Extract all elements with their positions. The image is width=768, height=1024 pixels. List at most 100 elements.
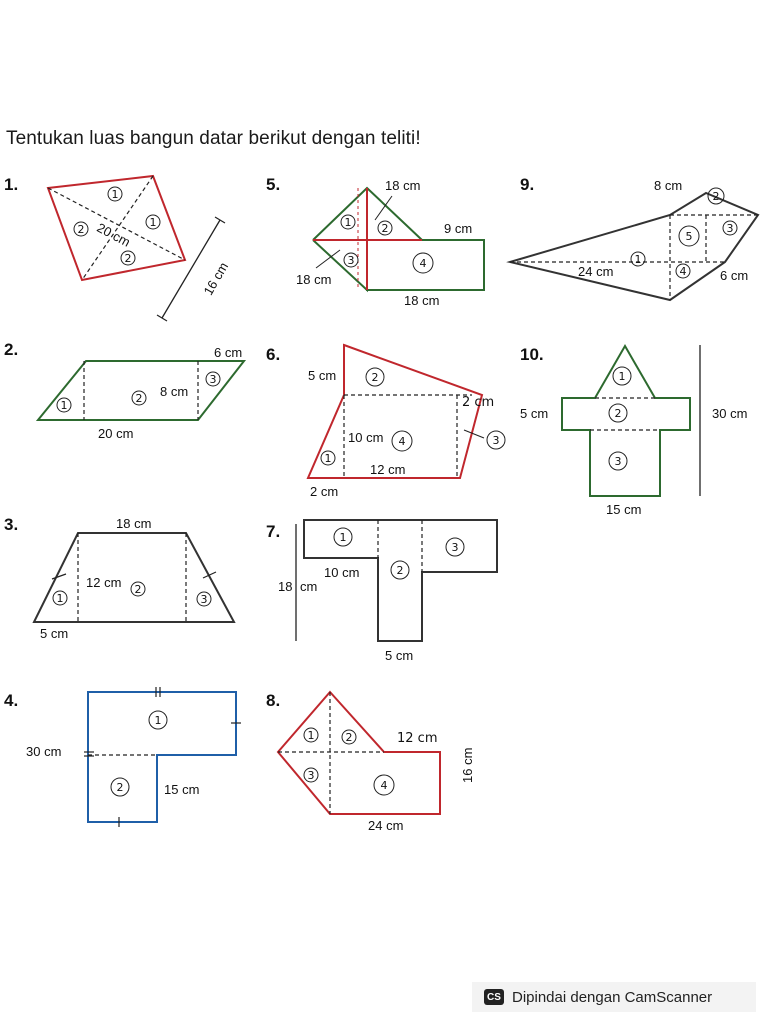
problem-6: 6. 5 cm 2 cm 10 cm 12 cm 2 cm 1 2 3 4: [266, 343, 506, 499]
svg-text:18 cm: 18 cm: [404, 293, 439, 308]
svg-text:15 cm: 15 cm: [606, 502, 641, 517]
svg-text:1: 1: [340, 531, 347, 544]
svg-text:3: 3: [348, 254, 355, 267]
svg-text:3: 3: [452, 541, 459, 554]
svg-text:2: 2: [382, 222, 389, 235]
instruction-text: Tentukan luas bangun datar berikut denga…: [6, 128, 421, 149]
svg-text:1: 1: [61, 399, 68, 412]
svg-text:1: 1: [150, 216, 157, 229]
svg-text:2: 2: [117, 781, 124, 794]
svg-text:4: 4: [420, 257, 427, 270]
svg-text:4: 4: [399, 435, 406, 448]
svg-text:1: 1: [619, 370, 626, 383]
svg-text:24 cm: 24 cm: [368, 818, 403, 833]
quadrilateral-shape: [306, 343, 484, 479]
problem-number: 5.: [266, 175, 280, 194]
camscanner-logo-icon: CS: [484, 989, 504, 1005]
svg-text:1: 1: [325, 452, 332, 465]
svg-text:2: 2: [372, 371, 379, 384]
problem-number: 8.: [266, 691, 280, 710]
trapezoid-shape: [32, 532, 236, 623]
svg-text:2: 2: [346, 731, 353, 744]
svg-text:2: 2: [135, 583, 142, 596]
watermark-text: Dipindai dengan CamScanner: [512, 988, 713, 1006]
problem-number: 4.: [4, 691, 18, 710]
parallelogram-shape: [35, 360, 247, 421]
svg-text:30 cm: 30 cm: [712, 406, 747, 421]
svg-text:8 cm: 8 cm: [160, 384, 188, 399]
problem-7: 7. 10 cm 18 cm 5 cm 1 2 3: [266, 519, 498, 663]
svg-text:3: 3: [308, 769, 315, 782]
svg-text:4: 4: [680, 265, 687, 278]
svg-text:6 cm: 6 cm: [214, 345, 242, 360]
svg-text:8 cm: 8 cm: [654, 178, 682, 193]
svg-text:1: 1: [308, 729, 315, 742]
svg-text:1: 1: [57, 592, 64, 605]
svg-text:cm: cm: [300, 579, 317, 594]
problem-1: 1. 1 1 2 2 20 cm 16 cm: [4, 174, 231, 322]
problem-8: 8. 12 cm 16 cm 24 cm 1 2 3 4: [266, 690, 475, 833]
svg-text:3: 3: [493, 434, 500, 447]
svg-text:3: 3: [210, 373, 217, 386]
svg-text:2: 2: [78, 223, 85, 236]
svg-text:30 cm: 30 cm: [26, 744, 61, 759]
svg-text:12 cm: 12 cm: [397, 731, 438, 746]
pentagon-shape: [276, 690, 441, 815]
svg-text:15 cm: 15 cm: [164, 782, 199, 797]
kite-shape: [506, 191, 760, 302]
svg-text:5 cm: 5 cm: [520, 406, 548, 421]
svg-text:5 cm: 5 cm: [308, 368, 336, 383]
svg-text:3: 3: [615, 455, 622, 468]
svg-text:1: 1: [112, 188, 119, 201]
problem-4: 4. 30 cm 15 cm 1 2: [4, 687, 241, 827]
svg-text:9 cm: 9 cm: [444, 221, 472, 236]
problem-3: 3. 18 cm 12 cm 5 cm 1 2 3: [4, 515, 236, 641]
problem-number: 7.: [266, 522, 280, 541]
svg-text:12 cm: 12 cm: [86, 575, 121, 590]
problem-10: 10. 5 cm 30 cm 15 cm 1 2 3: [520, 343, 747, 517]
svg-text:10 cm: 10 cm: [324, 565, 359, 580]
problem-5: 5. 18 cm 9 cm 18 cm 18 cm 1 2 3 4: [266, 175, 485, 308]
svg-text:16 cm: 16 cm: [460, 748, 475, 783]
svg-text:20 cm: 20 cm: [98, 426, 133, 441]
svg-text:4: 4: [381, 779, 388, 792]
svg-text:18 cm: 18 cm: [116, 516, 151, 531]
problem-number: 10.: [520, 345, 544, 364]
scanner-watermark: CS Dipindai dengan CamScanner: [472, 982, 756, 1012]
svg-text:2: 2: [125, 252, 132, 265]
problem-number: 2.: [4, 340, 18, 359]
svg-text:3: 3: [201, 593, 208, 606]
label-side: 16 cm: [200, 260, 231, 298]
svg-text:5 cm: 5 cm: [40, 626, 68, 641]
svg-text:18: 18: [278, 579, 292, 594]
problem-number: 3.: [4, 515, 18, 534]
svg-text:3: 3: [727, 222, 734, 235]
svg-text:24 cm: 24 cm: [578, 264, 613, 279]
svg-text:18 cm: 18 cm: [385, 178, 420, 193]
svg-text:2: 2: [713, 190, 720, 203]
svg-text:12 cm: 12 cm: [370, 462, 405, 477]
svg-text:18 cm: 18 cm: [296, 272, 331, 287]
svg-text:10 cm: 10 cm: [348, 430, 383, 445]
house-shape: [561, 343, 691, 497]
svg-text:2 cm: 2 cm: [310, 484, 338, 499]
svg-text:2: 2: [397, 564, 404, 577]
label-diagonal: 20 cm: [94, 220, 132, 250]
svg-text:5: 5: [686, 230, 693, 243]
problem-2: 2. 6 cm 8 cm 20 cm 1 2 3: [4, 340, 247, 441]
problem-number: 1.: [4, 175, 18, 194]
svg-text:6 cm: 6 cm: [720, 268, 748, 283]
svg-text:2: 2: [615, 407, 622, 420]
problem-number: 6.: [266, 345, 280, 364]
svg-text:1: 1: [345, 216, 352, 229]
svg-text:1: 1: [155, 714, 162, 727]
svg-text:1: 1: [635, 253, 642, 266]
svg-text:2 cm: 2 cm: [462, 395, 494, 410]
svg-text:2: 2: [136, 392, 143, 405]
t-shape: [303, 519, 498, 642]
l-shape: [87, 691, 237, 823]
svg-text:5 cm: 5 cm: [385, 648, 413, 663]
problem-number: 9.: [520, 175, 534, 194]
problem-9: 9. 8 cm 24 cm 6 cm 1 2 3 4 5: [506, 175, 760, 302]
